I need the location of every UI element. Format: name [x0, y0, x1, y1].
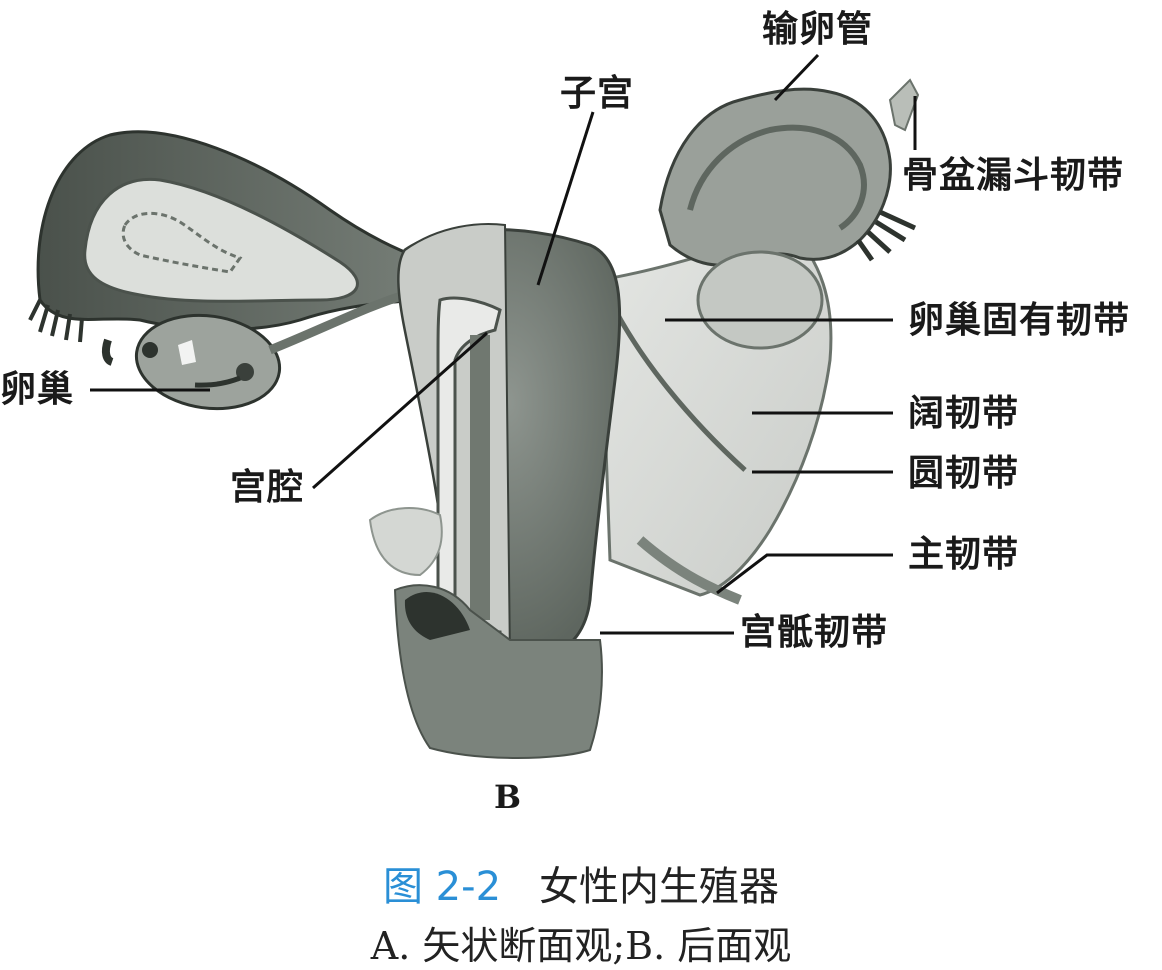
figure-caption: 图 2-2 女性内生殖器: [0, 854, 1162, 912]
label-cardinal-ligament: 主韧带: [908, 534, 1020, 575]
leader-lines: [90, 53, 917, 635]
label-ovary: 卵巢: [0, 369, 75, 410]
label-uterosacral-ligament: 宫骶韧带: [740, 612, 889, 653]
leader-uterus: [536, 111, 595, 286]
panel-letter: B: [494, 778, 522, 816]
right-ovary: [696, 250, 824, 350]
label-infundibulopelvic-ligament: 骨盆漏斗韧带: [902, 155, 1125, 196]
figure-title: 女性内生殖器: [539, 864, 780, 910]
label-uterus: 子宫: [560, 73, 635, 114]
figure-subcaption: A. 矢状断面观;B. 后面观: [370, 924, 792, 968]
uterus: [397, 223, 622, 664]
label-fallopian-tube: 输卵管: [762, 9, 874, 50]
label-ovarian-ligament: 卵巢固有韧带: [908, 300, 1131, 341]
left-cardinal-ligament: [368, 507, 443, 577]
label-uterine-cavity: 宫腔: [230, 467, 305, 508]
leader-fallopian-tube: [773, 53, 820, 102]
label-round-ligament: 圆韧带: [908, 453, 1020, 494]
right-fallopian-tube: [658, 78, 920, 267]
left-ovarian-ligament: [268, 290, 407, 355]
label-broad-ligament: 阔韧带: [908, 393, 1020, 434]
leader-cardinal-ligament: [716, 553, 893, 595]
cervix-vagina: [393, 584, 603, 759]
figure-number: 图 2-2: [382, 864, 502, 910]
leader-uterine-cavity: [312, 331, 488, 490]
left-ovary: [101, 313, 282, 411]
